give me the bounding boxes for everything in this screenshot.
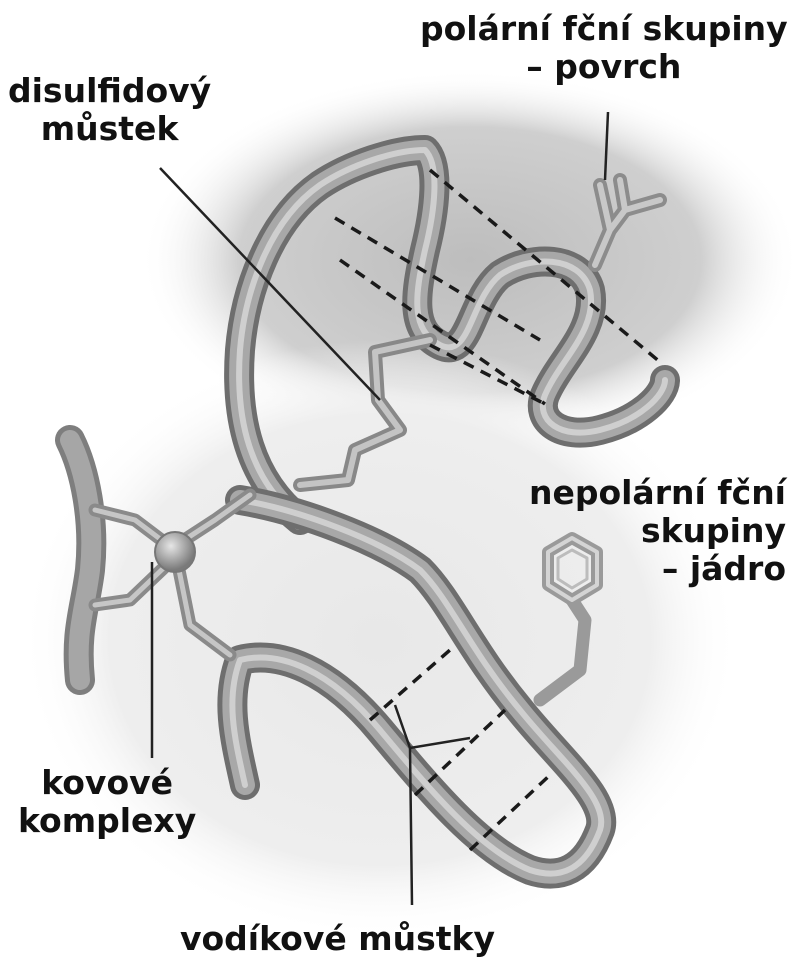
label-nepolar-line2: skupiny <box>529 512 786 550</box>
label-vodik: vodíkové můstky <box>180 920 495 958</box>
label-hydrogen-bonds: vodíkové můstky <box>180 920 495 958</box>
label-nepolar-line3: – jádro <box>529 550 786 588</box>
label-polar-line2: – povrch <box>420 48 788 86</box>
label-disulfide-bridge: disulfidový můstek <box>8 72 211 148</box>
label-polar-line1: polární fční skupiny <box>420 10 788 48</box>
label-kovove-line1: kovové <box>18 764 196 802</box>
label-disulfid-line1: disulfidový <box>8 72 211 110</box>
label-disulfid-line2: můstek <box>8 110 211 148</box>
label-kovove-line2: komplexy <box>18 802 196 840</box>
label-nonpolar-groups: nepolární fční skupiny – jádro <box>529 474 786 588</box>
label-metal-complexes: kovové komplexy <box>18 764 196 840</box>
label-nepolar-line1: nepolární fční <box>529 474 786 512</box>
label-polar-groups: polární fční skupiny – povrch <box>420 10 788 86</box>
